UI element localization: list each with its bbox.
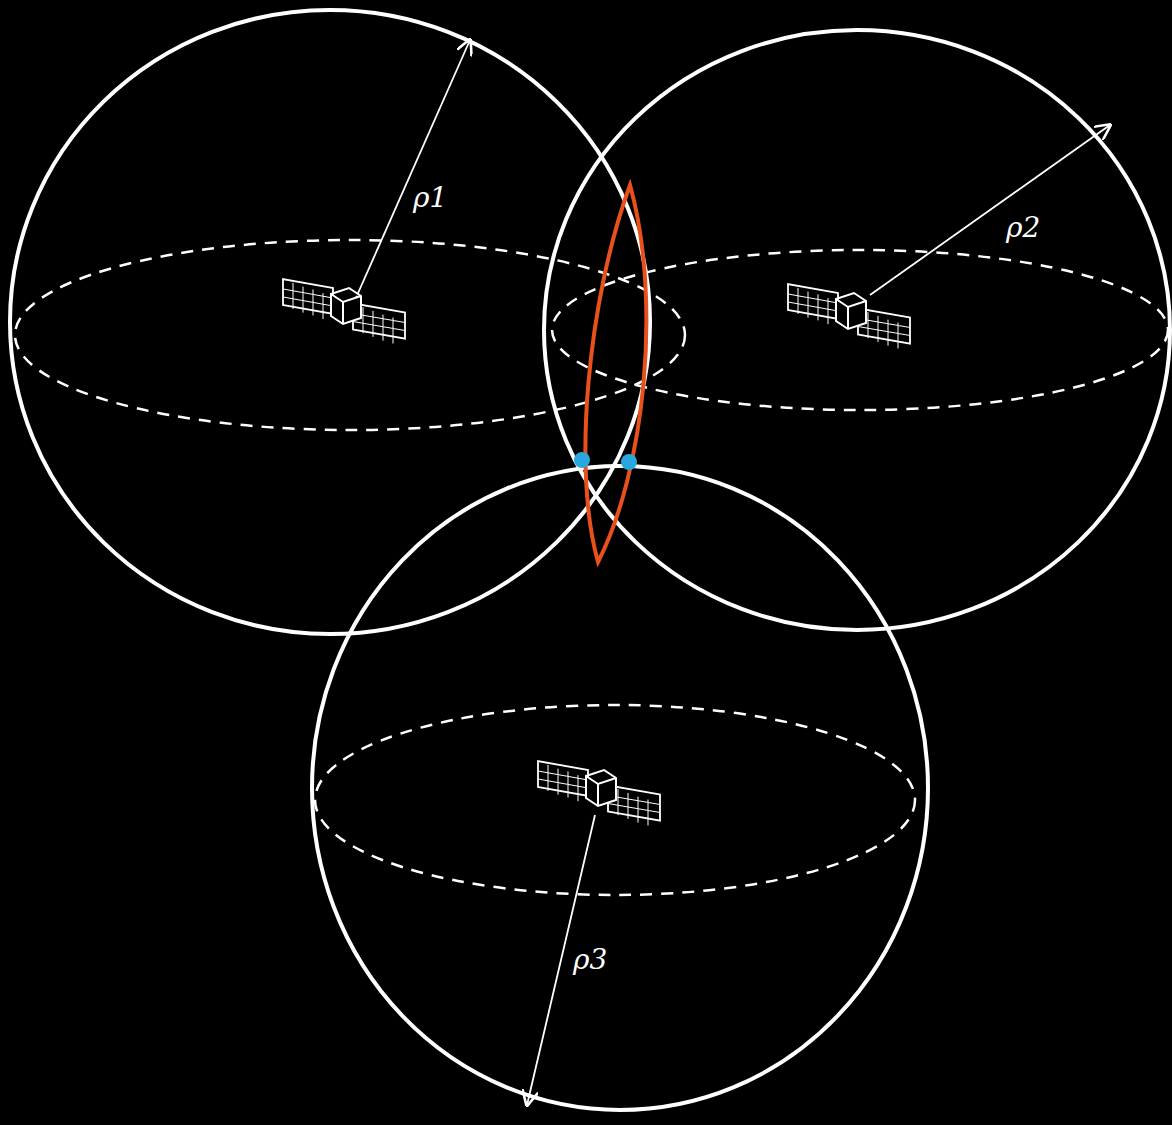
sphere (544, 30, 1170, 630)
radius-arrow (870, 125, 1110, 295)
position-point (574, 452, 590, 468)
spheres (10, 10, 1170, 1110)
equator (315, 705, 915, 895)
radius-label: ρ3 (570, 944, 610, 976)
radius-label: ρ1 (410, 182, 450, 214)
sphere (10, 10, 650, 634)
intersection-circle (585, 185, 646, 562)
radius-arrow (355, 40, 470, 300)
satellite (283, 279, 405, 346)
radius-arrows (355, 40, 1110, 1105)
sphere (312, 466, 928, 1110)
position-point (621, 454, 637, 470)
satellite (538, 761, 660, 828)
equator (15, 240, 685, 430)
satellite (788, 284, 910, 351)
radius-label: ρ2 (1003, 212, 1043, 244)
